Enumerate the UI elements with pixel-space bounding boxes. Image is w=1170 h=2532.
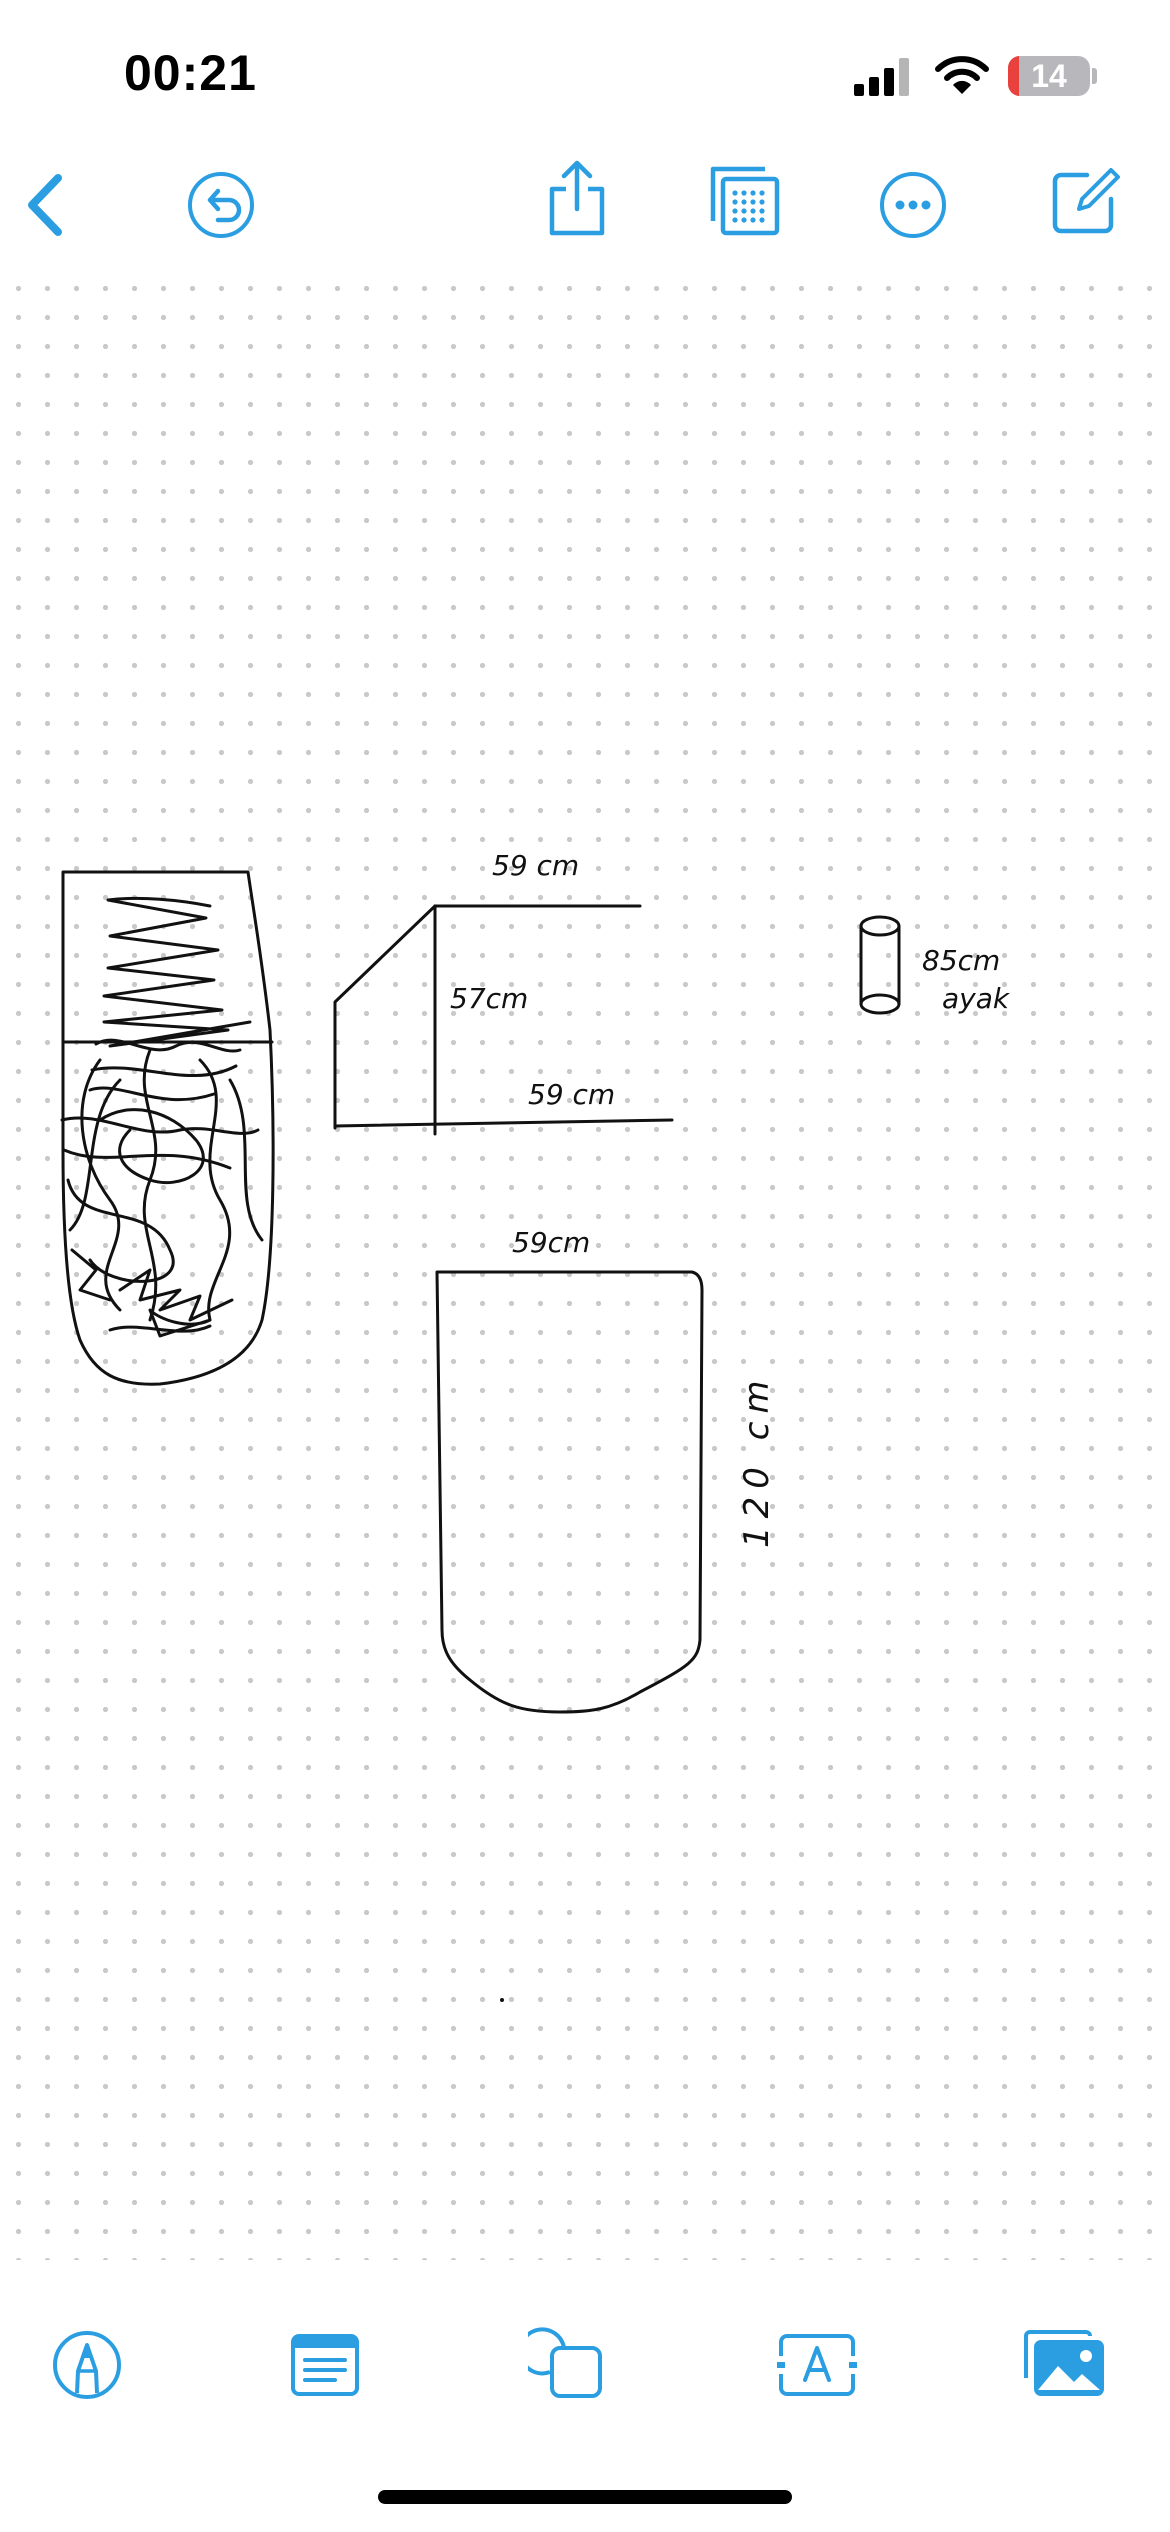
text-box-icon [291,2334,359,2396]
media-icon [1024,2330,1104,2396]
compose-button[interactable] [1040,156,1130,246]
drawing-canvas[interactable]: 59 cm 57cm 59 cm 85cm ayak 59cm 120 cm [0,270,1170,2260]
home-indicator[interactable] [378,2490,792,2504]
share-icon [549,160,605,236]
wifi-icon [935,56,989,94]
pen-tool-button[interactable] [42,2320,132,2410]
back-chevron-icon [28,174,62,236]
back-button[interactable] [0,160,90,250]
undo-button[interactable] [176,160,266,250]
status-bar: 00:21 14 [0,0,1170,140]
label-cylinder-height: 85cm [922,944,1000,977]
label-cylinder-name: ayak [942,982,1011,1015]
cellular-signal-icon [854,58,909,96]
battery-nub [1092,68,1097,84]
cabinet-sketch [60,870,275,1386]
text-tool-button[interactable] [772,2320,862,2410]
battery-fill [1008,56,1020,96]
label-panel-width: 59cm [512,1226,590,1259]
angled-shelf-sketch [333,904,674,1136]
label-panel-height: 120 cm [737,1372,777,1548]
shapes-icon [528,2327,602,2398]
status-time: 00:21 [124,45,257,101]
shapes-button[interactable] [522,2318,612,2408]
page-grid-icon [710,166,780,236]
bottom-toolbar [0,2310,1170,2420]
page-grid-button[interactable] [700,156,790,246]
media-button[interactable] [1018,2318,1108,2408]
undo-icon [188,172,254,238]
text-icon [777,2334,857,2396]
more-icon [880,172,946,238]
label-bottom-width: 59 cm [528,1078,615,1111]
battery-icon: 14 [1008,56,1090,96]
stray-dot [500,1998,504,2002]
sketch-layer: 59 cm 57cm 59 cm 85cm ayak 59cm 120 cm [60,849,1011,2002]
more-button[interactable] [868,160,958,250]
label-side-height: 57cm [450,982,528,1015]
top-toolbar [0,150,1170,260]
battery-level: 14 [1031,58,1067,94]
share-button[interactable] [532,154,622,244]
text-box-button[interactable] [280,2320,370,2410]
cylinder-leg-sketch [859,915,901,1015]
compose-icon [1052,168,1120,234]
label-top-width: 59 cm [492,849,579,882]
panel-sketch [435,1270,704,1714]
pen-icon [53,2331,121,2399]
